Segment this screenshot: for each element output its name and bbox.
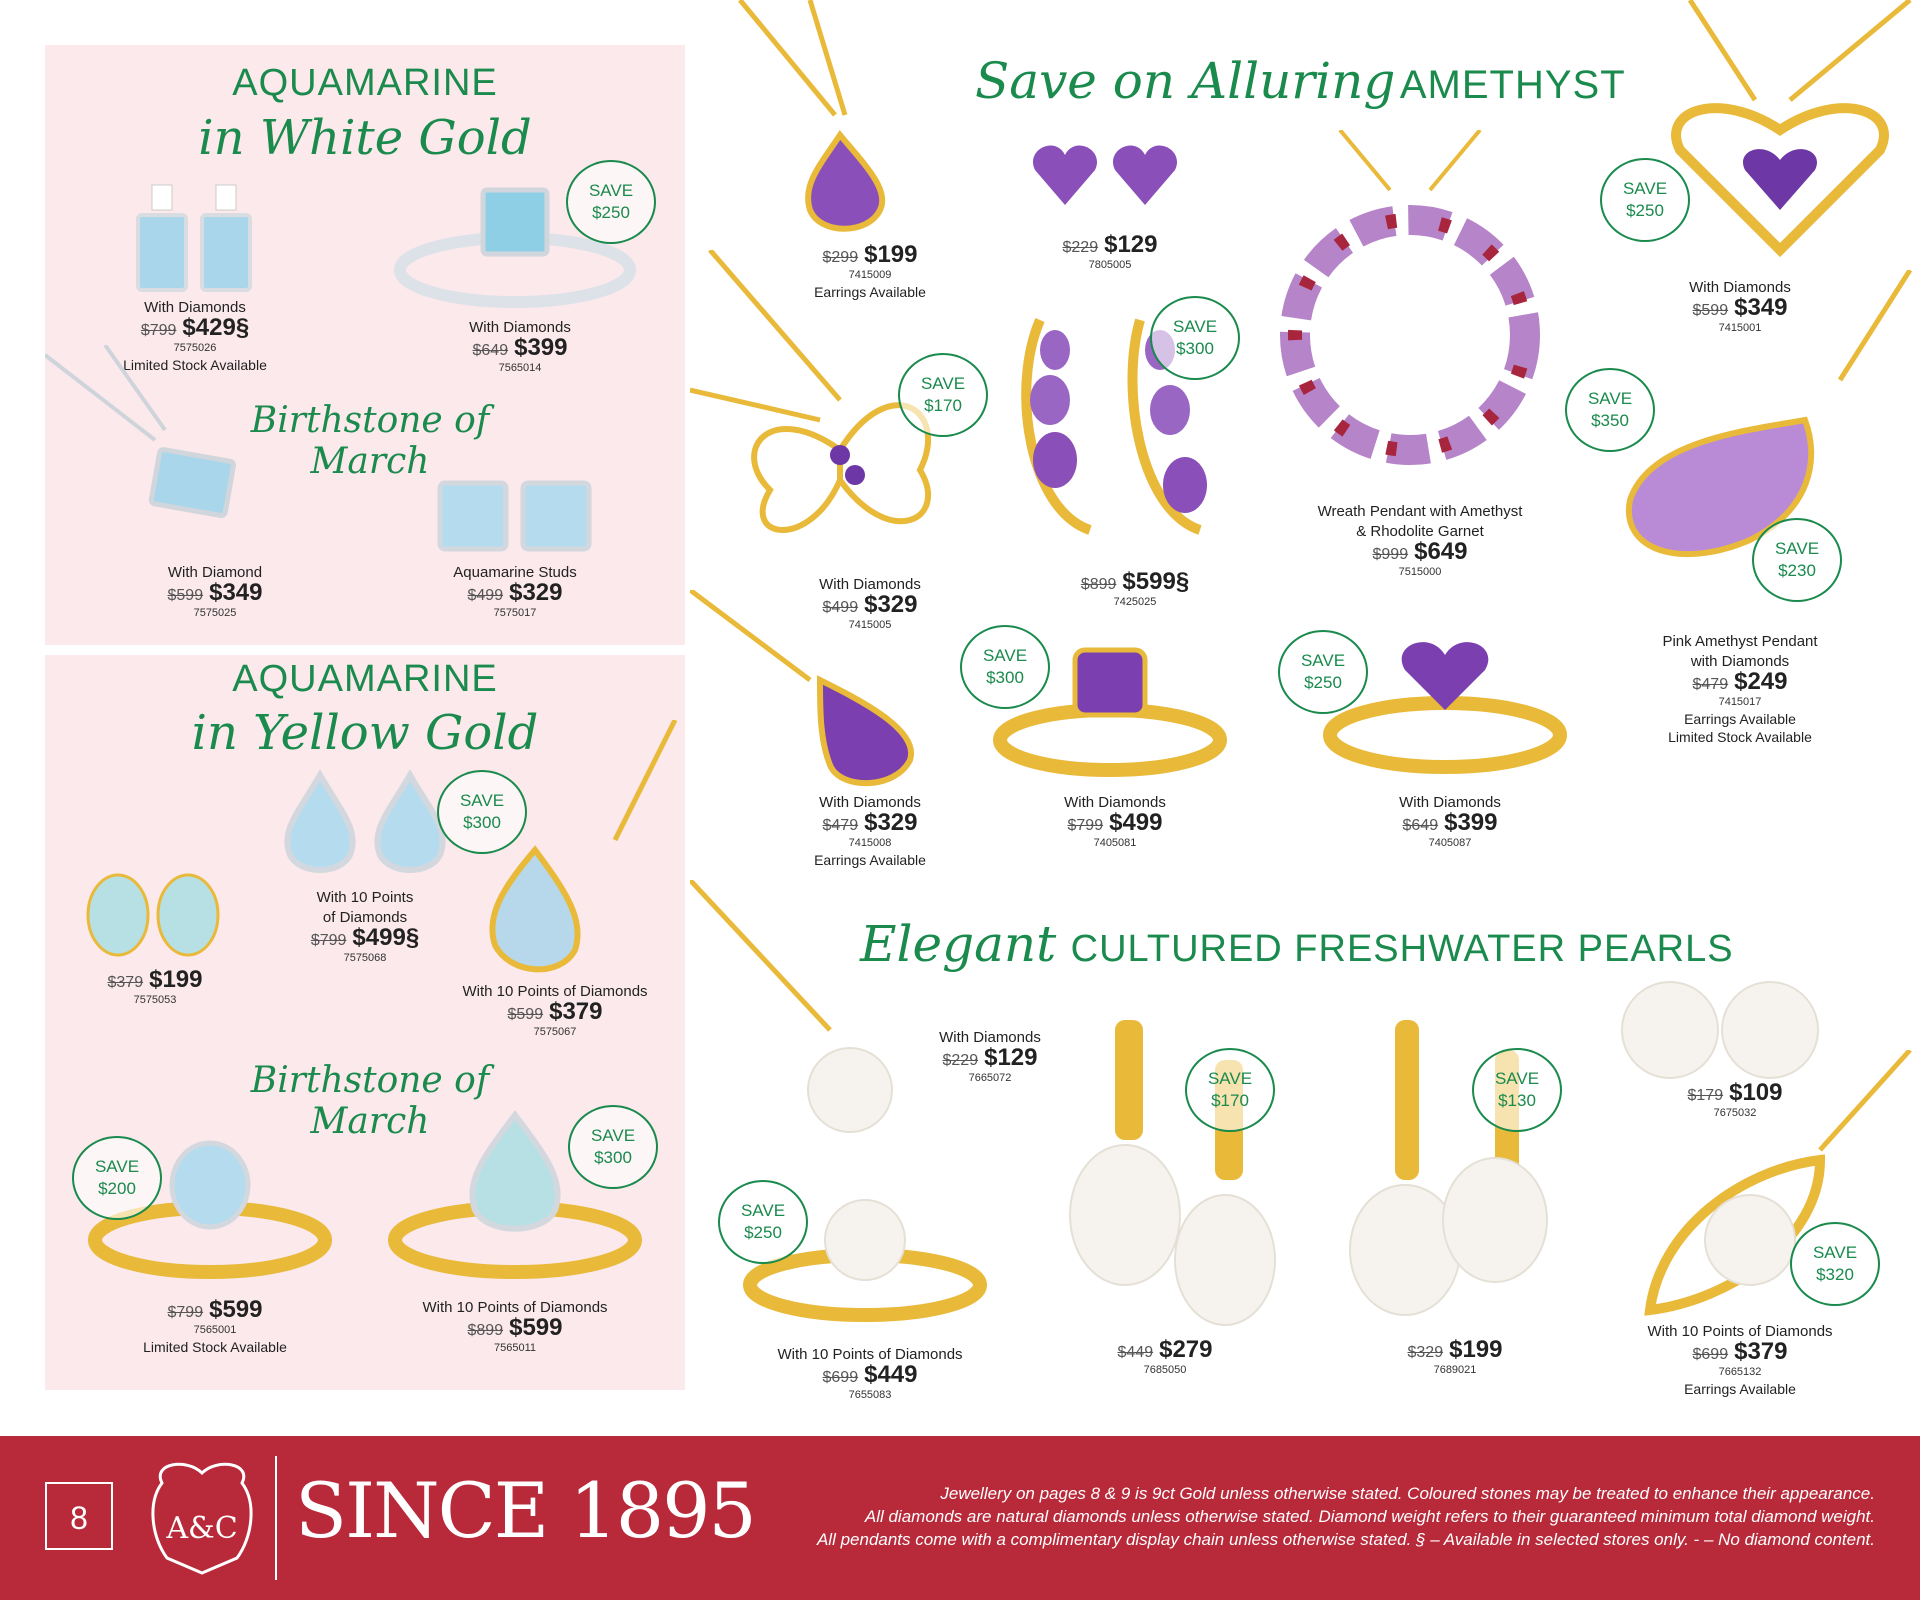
amethyst-cushion-ring-image: [993, 647, 1227, 777]
aqua-white-script: in White Gold: [198, 110, 532, 166]
save-badge-7565014: SAVE$250: [566, 160, 656, 244]
save-badge-7655083: SAVE$250: [718, 1180, 808, 1264]
product-7565001[interactable]: $799$599 7565001 Limited Stock Available: [143, 1296, 287, 1356]
product-7575053[interactable]: $379$199 7575053: [107, 966, 203, 1007]
aqua-yellow-title: AQUAMARINE: [232, 658, 498, 700]
aqua-studs-image: [437, 480, 592, 552]
pearl-ring-image: [743, 1199, 987, 1322]
footer-disclaimer: Jewellery on pages 8 & 9 is 9ct Gold unl…: [625, 1482, 1875, 1551]
disclaimer-line-1: Jewellery on pages 8 & 9 is 9ct Gold unl…: [940, 1484, 1875, 1503]
aqua-pear-halo-ring-image: [388, 1110, 642, 1279]
amethyst-pear-pendant-2-image: [690, 590, 915, 787]
product-7575025[interactable]: With Diamond $599$349 7575025: [167, 564, 263, 619]
aqua-oval-studs-image: [86, 873, 220, 957]
product-7685050[interactable]: $449$279 7685050: [1117, 1336, 1213, 1377]
product-7405087[interactable]: With Diamonds $649$399 7405087: [1399, 794, 1501, 849]
amethyst-heart-studs-image: [1032, 145, 1178, 205]
aqua-white-birthstone: Birthstone of March: [250, 400, 490, 482]
crest-logo-icon: A&C: [151, 1462, 253, 1575]
product-7665072[interactable]: With Diamonds $229$129 7665072: [939, 1029, 1041, 1084]
save-badge-7415001: SAVE$250: [1600, 158, 1690, 242]
footer-divider: [275, 1456, 277, 1580]
product-7425025[interactable]: $899$599§ 7425025: [1080, 568, 1190, 609]
product-7805005[interactable]: $229$129 7805005: [1062, 231, 1158, 272]
aqua-emerald-earrings-image: [136, 184, 252, 292]
save-badge-7665132: SAVE$320: [1790, 1222, 1880, 1306]
save-badge-7565001: SAVE$200: [72, 1136, 162, 1220]
product-7405081[interactable]: With Diamonds $799$499 7405081: [1064, 794, 1166, 849]
footer-bar: 8 A&C SINCE 1895 Jewellery on pages 8 & …: [0, 1436, 1920, 1600]
amethyst-heart-pendant-image: [1671, 0, 1912, 258]
amethyst-heart-ring-image: [1323, 642, 1567, 774]
save-badge-7575068: SAVE$300: [437, 770, 527, 854]
save-badge-7405081: SAVE$300: [960, 625, 1050, 709]
save-badge-7515000: SAVE$350: [1565, 368, 1655, 452]
disclaimer-line-3: All pendants come with a complimentary d…: [816, 1530, 1875, 1549]
crest-logo-letters: A&C: [165, 1511, 237, 1546]
page-number: 8: [45, 1482, 113, 1550]
product-7675032[interactable]: $179$109 7675032: [1687, 1079, 1783, 1120]
aqua-ring-white-image: [394, 187, 636, 308]
aqua-pendant-white-image: [45, 345, 236, 519]
save-badge-7689021: SAVE$130: [1472, 1048, 1562, 1132]
amethyst-title: AMETHYST: [1399, 63, 1626, 107]
aqua-pear-halo-studs-image: [284, 770, 446, 873]
since-1895-wordmark: SINCE 1895: [295, 1466, 757, 1555]
amethyst-pear-pendant-image: [738, 0, 886, 232]
pearls-heading: Elegant CULTURED FRESHWATER PEARLS: [860, 915, 1760, 973]
pearl-pendant-image: [690, 880, 893, 1133]
aqua-yellow-script: in Yellow Gold: [191, 705, 539, 761]
product-7565014[interactable]: With Diamonds $649$399 7565014: [469, 319, 571, 374]
product-7415001[interactable]: With Diamonds $599$349 7415001: [1689, 279, 1791, 334]
pearls-title: CULTURED FRESHWATER PEARLS: [1070, 928, 1734, 970]
save-badge-7685050: SAVE$170: [1185, 1048, 1275, 1132]
disclaimer-line-2: All diamonds are natural diamonds unless…: [864, 1507, 1875, 1526]
amethyst-script: Save on Alluring: [975, 52, 1396, 110]
product-7575017[interactable]: Aquamarine Studs $499$329 7575017: [453, 564, 577, 619]
product-7515000[interactable]: Wreath Pendant with Amethyst & Rhodolite…: [1317, 503, 1523, 578]
product-7689021[interactable]: $329$199 7689021: [1407, 1336, 1503, 1377]
product-7575067[interactable]: With 10 Points of Diamonds $599$379 7575…: [462, 983, 648, 1038]
product-7665132[interactable]: With 10 Points of Diamonds $699$379 7665…: [1647, 1323, 1833, 1397]
save-badge-7415017: SAVE$230: [1752, 518, 1842, 602]
product-7415005[interactable]: With Diamonds $499$329 7415005: [819, 576, 921, 631]
product-7655083[interactable]: With 10 Points of Diamonds $699$449 7655…: [777, 1346, 963, 1401]
pearls-script: Elegant: [860, 915, 1057, 973]
product-7415017[interactable]: Pink Amethyst Pendant with Diamonds $479…: [1662, 633, 1818, 745]
aqua-white-title: AQUAMARINE: [232, 62, 498, 104]
product-7415008[interactable]: With Diamonds $479$329 7415008 Earrings …: [814, 794, 926, 868]
pearl-swirl-pendant-image: [1644, 1050, 1912, 1316]
aqua-pear-pendant-yellow-image: [489, 720, 678, 973]
product-7565011[interactable]: With 10 Points of Diamonds $899$599 7565…: [422, 1299, 608, 1354]
amethyst-butterfly-pendant-image: [690, 250, 932, 533]
product-7575068[interactable]: With 10 Points of Diamonds $799$499§ 757…: [310, 889, 420, 964]
aqua-oval-ring-yellow-image: [88, 1140, 332, 1279]
save-badge-7415005: SAVE$170: [898, 353, 988, 437]
amethyst-hoop-earrings-image: [1021, 318, 1207, 535]
product-7415009[interactable]: $299$199 7415009 Earrings Available: [814, 241, 926, 301]
save-badge-7425025: SAVE$300: [1150, 296, 1240, 380]
product-7575026[interactable]: With Diamonds $799$429§ 7575026 Limited …: [123, 299, 267, 373]
amethyst-heading: Save on Alluring AMETHYST: [975, 52, 1655, 110]
aqua-yellow-birthstone: Birthstone of March: [250, 1060, 490, 1142]
pink-amethyst-pendant-image: [1625, 270, 1913, 557]
save-badge-7565011: SAVE$300: [568, 1105, 658, 1189]
save-badge-7405087: SAVE$250: [1278, 630, 1368, 714]
pearl-studs-image: [1621, 981, 1819, 1079]
amethyst-wreath-pendant-image: [1280, 130, 1540, 465]
